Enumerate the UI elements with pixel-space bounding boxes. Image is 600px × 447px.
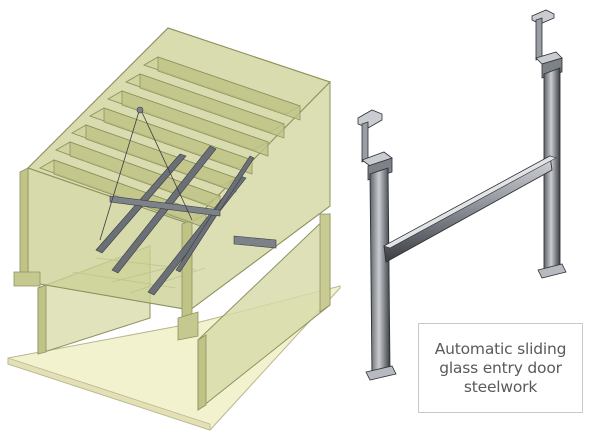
left-column (369, 167, 391, 379)
caption-text: Automatic sliding glass entry door steel… (434, 339, 567, 396)
steel-frame (357, 9, 567, 381)
canopy-model (7, 27, 341, 431)
right-top-bracket (531, 9, 555, 25)
caption-box: Automatic sliding glass entry door steel… (418, 323, 583, 413)
canopy-steel-rods (95, 106, 277, 296)
